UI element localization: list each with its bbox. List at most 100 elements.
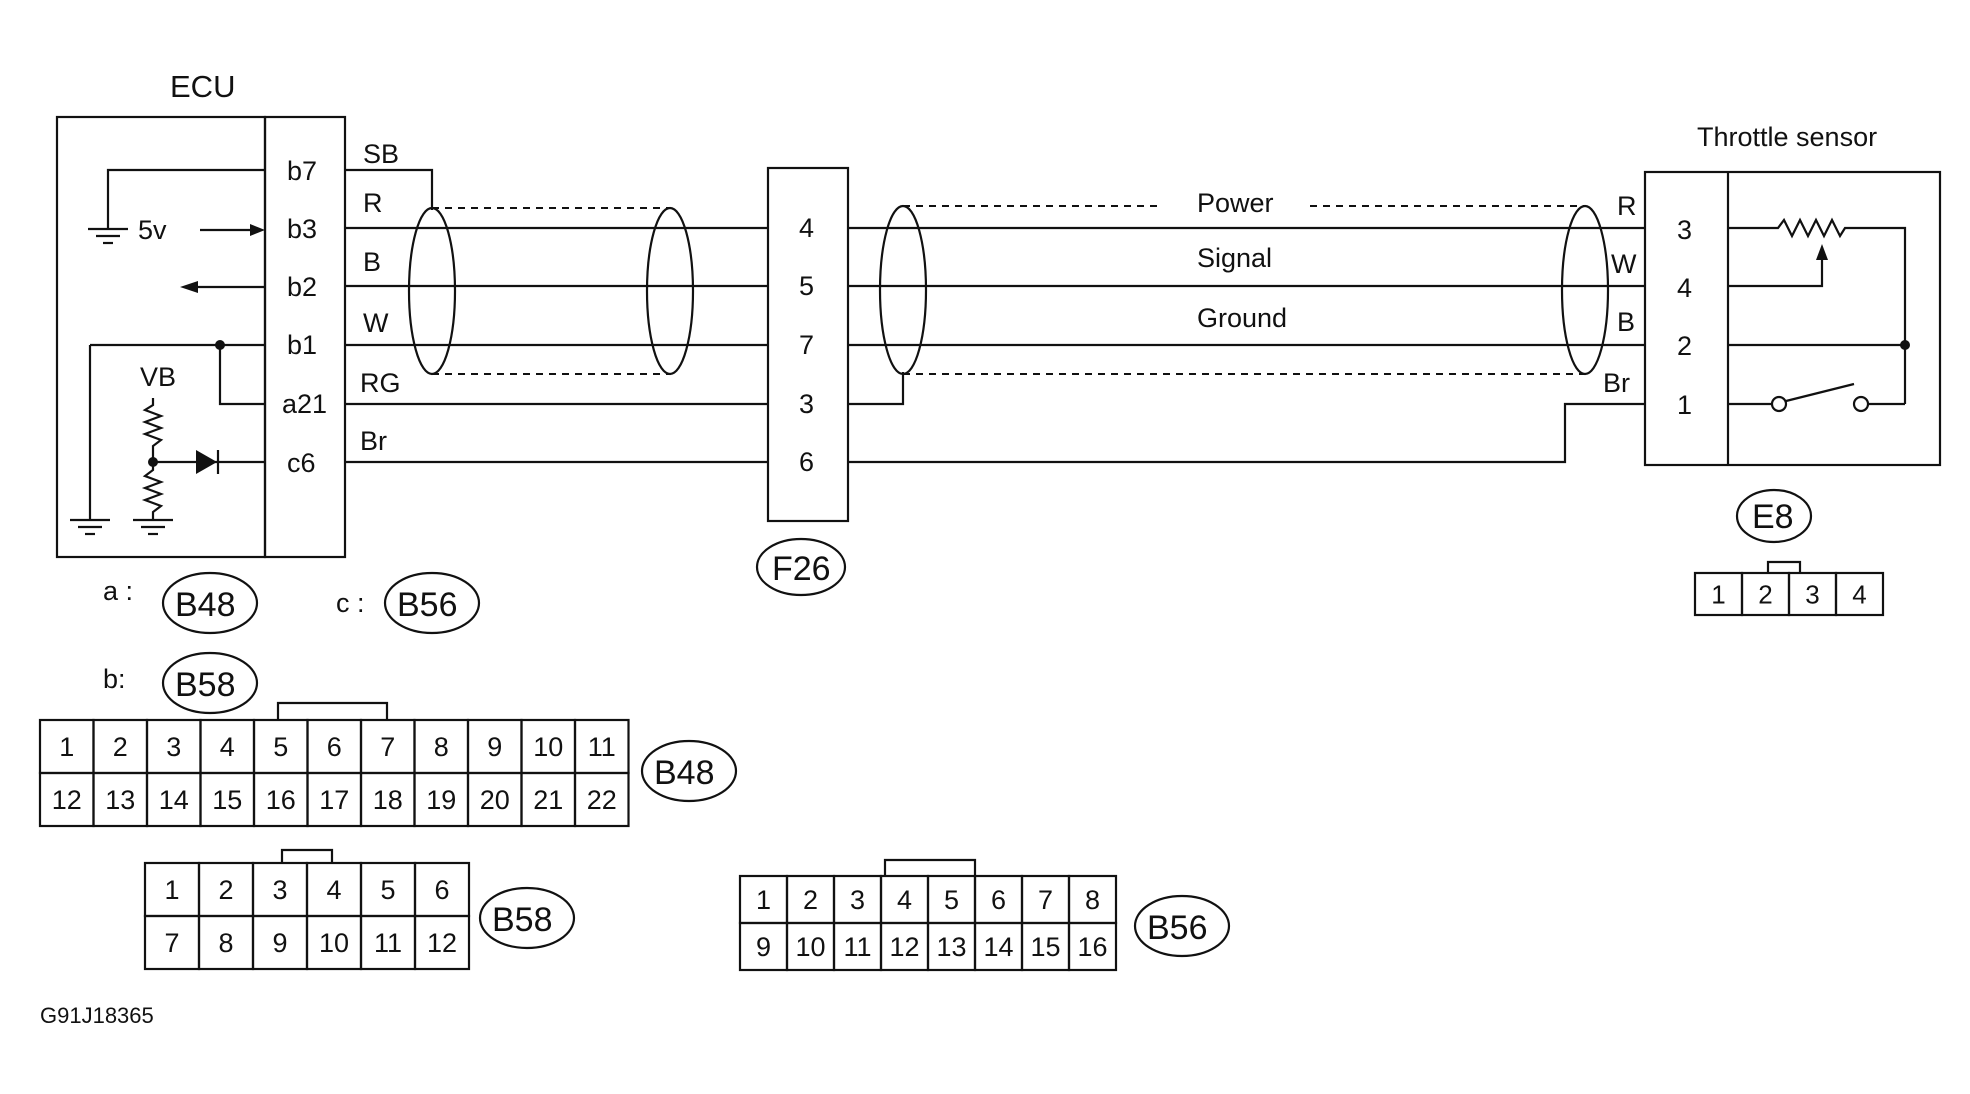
ecu-b7-internal-line [106, 168, 265, 229]
sensor-wire-color-b: B [1617, 307, 1635, 337]
wire-br-sensor [848, 402, 1645, 464]
b56-pin-label: 16 [1077, 932, 1107, 962]
b58-latch [280, 848, 334, 863]
ecu-supply-label: 5v [138, 215, 167, 245]
sensor-body [1643, 170, 1942, 467]
wire-color-b: B [363, 247, 381, 277]
ecu-resistor-lower [141, 462, 165, 520]
b48-pin-label: 18 [373, 785, 403, 815]
e8-label-oval [1735, 488, 1813, 544]
b48-pin-label: 6 [327, 732, 342, 762]
legend-c-oval [383, 571, 481, 635]
b48-pin-label: 22 [587, 785, 617, 815]
legend-b-oval [161, 651, 259, 715]
b48-pin-label: 1 [59, 732, 74, 762]
b48-label: B48 [654, 754, 715, 792]
b56-pin-label: 3 [850, 885, 865, 915]
ecu-unit: ECU b7 b3 b2 b1 a21 c6 5v VB [55, 69, 347, 559]
sensor-wire-color-w: W [1611, 249, 1637, 279]
b56-pin-label: 6 [991, 885, 1006, 915]
b48-pin-label: 14 [159, 785, 189, 815]
b48-pin-label: 21 [533, 785, 563, 815]
b48-pin-label: 7 [380, 732, 395, 762]
b56-label-oval [1133, 894, 1231, 958]
b58-label: B58 [492, 901, 553, 939]
f26-label: F26 [772, 550, 831, 588]
ecu-pin-b7: b7 [287, 156, 317, 186]
e8-pin-label: 3 [1805, 579, 1819, 609]
sensor-wire-color-br: Br [1603, 368, 1630, 398]
b48-latch [276, 701, 389, 720]
wire-color-sb: SB [363, 139, 399, 169]
wire-color-r: R [363, 188, 383, 218]
b58-pin-label: 8 [218, 928, 233, 958]
harness-ecu-f26: SB R B W RG Br [345, 139, 768, 464]
b48-pin-label: 4 [220, 732, 235, 762]
ecu-pin-b1: b1 [287, 330, 317, 360]
legend-a-key: a : [103, 576, 133, 606]
b56-pin-label: 9 [756, 932, 771, 962]
sensor-switch-contact-2 [1852, 395, 1870, 413]
ecu-resistor-upper [141, 398, 165, 460]
b56-pin-label: 2 [803, 885, 818, 915]
b48-pin-label: 2 [113, 732, 128, 762]
sensor-pot-resistor [1728, 217, 1907, 345]
b58-label-oval [478, 886, 576, 950]
legend-b-value: B58 [175, 666, 236, 704]
e8-label: E8 [1752, 498, 1794, 536]
ecu-diode-icon [196, 450, 217, 474]
f26-pin-3: 3 [799, 389, 814, 419]
wire-color-w: W [363, 308, 389, 338]
wire-color-rg: RG [360, 368, 401, 398]
shield-ellipse-1 [407, 206, 457, 376]
b58-cell [413, 914, 471, 971]
sensor-switch-blade [1785, 382, 1855, 403]
b58-pin-label: 10 [319, 928, 349, 958]
ecu-pin-b3: b3 [287, 214, 317, 244]
legend-b-key: b: [103, 664, 126, 694]
b58-pin-label: 3 [272, 875, 287, 905]
f26-label-oval [755, 537, 847, 597]
b56-latch [883, 858, 977, 876]
legend-a-value: B48 [175, 586, 236, 624]
b56-pin-label: 8 [1085, 885, 1100, 915]
b48-pin-label: 19 [426, 785, 456, 815]
ecu-pin-a21: a21 [282, 389, 327, 419]
b48-label-oval [640, 739, 738, 803]
sensor-pin-1: 1 [1677, 390, 1692, 420]
b58-pin-label: 2 [218, 875, 233, 905]
shield-ellipse-2 [645, 206, 695, 376]
ecu-title: ECU [170, 69, 235, 104]
ecu-body [55, 115, 267, 559]
b56-pin-label: 10 [795, 932, 825, 962]
sensor-wiper-arrowhead [1816, 244, 1828, 260]
legend: a : B48 c : B56 b: B58 [103, 571, 481, 715]
f26-pin-5: 5 [799, 271, 814, 301]
b56-pin-label: 13 [936, 932, 966, 962]
b56-pin-label: 4 [897, 885, 912, 915]
b48-pin-label: 15 [212, 785, 242, 815]
b56-pin-label: 15 [1030, 932, 1060, 962]
sensor-wiper-line [1728, 258, 1824, 288]
b58-pin-label: 4 [326, 875, 341, 905]
ecu-pin-c6: c6 [287, 448, 316, 478]
b58-pin-label: 1 [164, 875, 179, 905]
b48-pin-label: 13 [105, 785, 135, 815]
b58-pin-label: 12 [427, 928, 457, 958]
ecu-vb-label: VB [140, 362, 176, 392]
b56-pin-label: 5 [944, 885, 959, 915]
sensor-switch-contact-1 [1770, 395, 1788, 413]
b48-pin-label: 12 [52, 785, 82, 815]
b56-cell [1067, 921, 1118, 972]
b56-pin-label: 14 [983, 932, 1013, 962]
legend-c-key: c : [336, 588, 365, 618]
e8-pin-label: 1 [1711, 579, 1725, 609]
ecu-pin-b2: b2 [287, 272, 317, 302]
function-power: Power [1197, 188, 1274, 218]
b48-pin-label: 17 [319, 785, 349, 815]
b58-pin-label: 9 [272, 928, 287, 958]
